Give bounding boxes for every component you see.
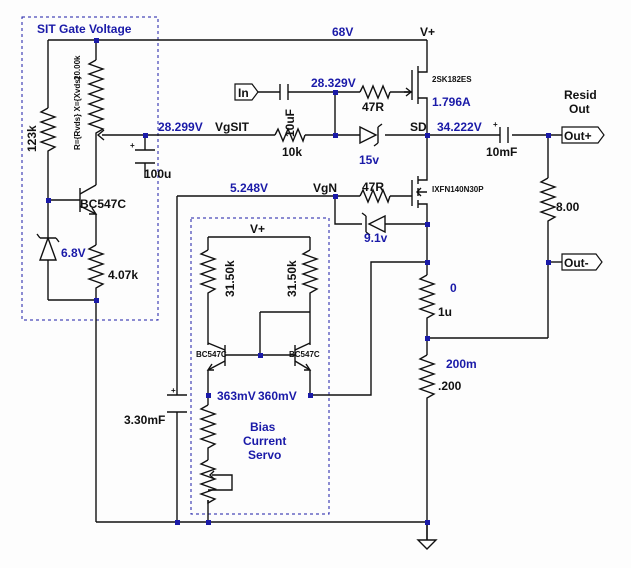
bias-current-servo-block bbox=[190, 217, 330, 515]
port-out-plus[interactable]: Out+ bbox=[561, 126, 605, 144]
potentiometer-20k bbox=[86, 59, 106, 150]
capacitor-100u: + bbox=[130, 141, 155, 164]
servo-pot-arrow bbox=[209, 470, 220, 480]
sd-label: SD bbox=[410, 120, 427, 134]
vplus-top-label: V+ bbox=[420, 25, 435, 39]
resistor-123k bbox=[38, 107, 58, 160]
resistor-10k bbox=[274, 127, 306, 143]
capacitor-10uf bbox=[279, 84, 289, 100]
bias-block-title-3: Servo bbox=[248, 448, 281, 462]
r-123k-label: 123k bbox=[25, 125, 39, 152]
q-bc547c-right-label: BC547C bbox=[289, 350, 320, 359]
mosfet-part-label: IXFN140N30P bbox=[432, 185, 484, 194]
port-out-minus-label: Out- bbox=[564, 256, 589, 270]
vplus-bias-label: V+ bbox=[250, 222, 265, 236]
transistor-mosfet-ixfn140n30p bbox=[411, 168, 428, 210]
transistor-bc547c-right bbox=[294, 342, 312, 371]
resistor-4k07 bbox=[86, 244, 106, 290]
port-in-label: In bbox=[238, 86, 249, 100]
svg-text:+: + bbox=[493, 120, 498, 129]
resid-out-label-2: Out bbox=[569, 102, 590, 116]
resistor-31k5-right bbox=[300, 249, 320, 295]
sit-gate-block-title: SIT Gate Voltage bbox=[37, 22, 132, 36]
rail-voltage-label: 68V bbox=[332, 25, 353, 39]
zener-15v bbox=[359, 123, 383, 147]
resistor-47r-top bbox=[359, 84, 391, 100]
bias-block-title-2: Current bbox=[243, 434, 286, 448]
port-in[interactable]: In bbox=[234, 83, 259, 101]
resistor-47r-bottom bbox=[359, 188, 391, 204]
q-bc547c-left-label: BC547C bbox=[196, 350, 227, 359]
r-200m-label: 200m bbox=[446, 357, 477, 371]
r-4k07-label: 4.07k bbox=[108, 268, 138, 282]
svg-text:+: + bbox=[171, 386, 176, 395]
zener-9v1 bbox=[361, 212, 386, 236]
c-10mf-label: 10mF bbox=[486, 145, 517, 159]
r-47r-bottom-label: 47R bbox=[362, 180, 384, 194]
resistor-31k5-left bbox=[198, 249, 218, 295]
resistor-8 bbox=[538, 177, 558, 222]
capacitor-10mf: + bbox=[493, 120, 509, 143]
sit-current-label: 1.796A bbox=[432, 95, 471, 109]
svg-text:+: + bbox=[130, 141, 135, 150]
wires bbox=[47, 39, 562, 540]
z-6v8-label: 6.8V bbox=[61, 246, 86, 260]
potentiometer-servo bbox=[198, 459, 218, 505]
c-100u-label: 100u bbox=[144, 167, 171, 181]
junction-dots bbox=[46, 38, 551, 525]
pot-formula-label: R={Rvds} X={Xvds} bbox=[73, 76, 82, 150]
r-31k5-left-label: 31.50k bbox=[223, 260, 237, 297]
transistor-sit-2sk182es bbox=[404, 62, 428, 108]
ground-symbol bbox=[416, 539, 438, 550]
zero-current-label: 0 bbox=[450, 281, 457, 295]
vgn-voltage: 5.248V bbox=[230, 181, 268, 195]
bias-left-voltage: 363mV bbox=[217, 389, 256, 403]
resistor-200m bbox=[417, 354, 437, 400]
transistor-bc547c-left bbox=[206, 342, 226, 371]
input-node-voltage: 28.329V bbox=[311, 76, 356, 90]
pot-value-label: 20.00k bbox=[73, 55, 82, 80]
bias-block-title-1: Bias bbox=[250, 420, 276, 434]
d-15v-label: 15v bbox=[359, 153, 379, 167]
zener-6v8 bbox=[36, 233, 60, 261]
q-bc547c-gate-text: BC547C bbox=[80, 197, 126, 211]
vgsit-label: VgSIT bbox=[215, 120, 250, 134]
c-3300mf-label: 3.30mF bbox=[124, 413, 165, 427]
vgsit-voltage: 28.299V bbox=[158, 120, 203, 134]
c-10uf-label: 10uF bbox=[283, 109, 297, 137]
resistor-servo-fixed bbox=[198, 404, 218, 450]
d-9v1-label: 9.1v bbox=[364, 231, 388, 245]
resid-out-label-1: Resid bbox=[564, 88, 597, 102]
r-10k-label: 10k bbox=[282, 145, 302, 159]
l-1u-label: 1u bbox=[438, 305, 452, 319]
sit-part-label: 2SK182ES bbox=[432, 75, 472, 84]
port-out-minus[interactable]: Out- bbox=[561, 253, 603, 271]
capacitor-3300mf: + bbox=[167, 386, 187, 413]
port-out-plus-label: Out+ bbox=[564, 129, 592, 143]
r-31k5-right-label: 31.50k bbox=[285, 260, 299, 297]
sit-gate-voltage-block bbox=[21, 16, 159, 321]
r-8-label: 8.00 bbox=[556, 200, 580, 214]
inductor-1u bbox=[417, 274, 437, 320]
vgn-label: VgN bbox=[313, 181, 337, 195]
sd-voltage: 34.222V bbox=[437, 120, 482, 134]
r-47r-top-label: 47R bbox=[362, 100, 384, 114]
r-200m-value: .200 bbox=[438, 379, 462, 393]
bias-right-voltage: 360mV bbox=[258, 389, 297, 403]
transistor-bc547c-gate bbox=[79, 184, 98, 215]
pot-wiper-arrow bbox=[96, 129, 112, 141]
